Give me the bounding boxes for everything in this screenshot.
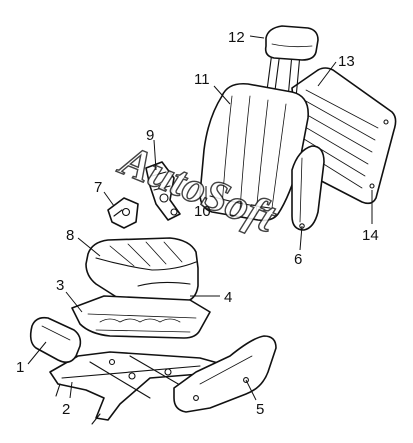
part-recliner-bracket	[107, 197, 139, 229]
callout-labels: 1 2 3 4 5 6 7 8 9 10 11 12 13 14	[16, 29, 379, 418]
callout-11: 11	[194, 71, 210, 88]
leader-lines	[27, 35, 373, 401]
callout-14: 14	[362, 227, 379, 244]
part-headrest	[264, 25, 319, 99]
callout-1: 1	[16, 359, 24, 376]
callout-8: 8	[66, 227, 74, 244]
callout-7: 7	[94, 179, 102, 196]
part-recliner-mechanism	[145, 161, 181, 221]
callout-3: 3	[56, 277, 64, 294]
part-front-trim	[29, 316, 82, 364]
callout-10: 10	[194, 203, 211, 220]
callout-5: 5	[256, 401, 264, 418]
part-seat-cushion	[85, 237, 199, 307]
callout-4: 4	[224, 289, 232, 306]
part-seat-back	[199, 82, 309, 222]
callout-13: 13	[338, 53, 355, 70]
part-back-side-shield	[291, 145, 325, 231]
part-lower-side-shield	[173, 335, 277, 413]
callout-6: 6	[294, 251, 302, 268]
callout-2: 2	[62, 401, 70, 418]
callout-12: 12	[228, 29, 245, 46]
callout-9: 9	[146, 127, 154, 144]
part-cushion-frame	[71, 295, 211, 339]
